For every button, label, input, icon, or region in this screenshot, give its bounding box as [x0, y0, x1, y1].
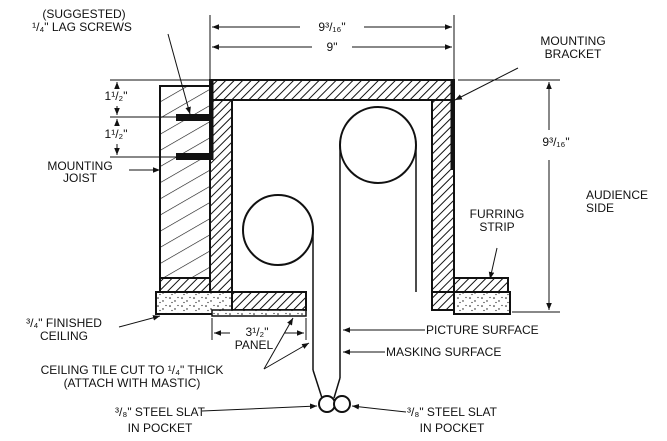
audience-side-label-line1: AUDIENCE [586, 188, 648, 202]
mounting-joist-label-line1: MOUNTING [47, 159, 112, 173]
finished-ceiling [155, 291, 511, 317]
dimension-panel-width: 3¹/₂" PANEL [211, 318, 307, 352]
dimension-lag-spacing: 1¹/₂" 1¹/₂" [105, 79, 210, 158]
panel-width-label: 3¹/₂" [246, 325, 269, 339]
furring-strip-label-line2: STRIP [479, 220, 514, 234]
lag-spacing-1-label: 1¹/₂" [105, 89, 128, 103]
slat-left-label-line1: ³/₈" STEEL SLAT [115, 405, 206, 419]
dimension-outer-width: 9³/₁₆" [209, 15, 455, 80]
furring-strips [159, 277, 509, 293]
pocket-box [209, 79, 455, 311]
audience-side-label-line2: SIDE [586, 201, 614, 215]
finished-ceiling-label-line1: ³/₄" FINISHED [26, 316, 102, 330]
slat-left-label-line2: IN POCKET [128, 421, 193, 435]
slat-right-label-line2: IN POCKET [420, 421, 485, 435]
callout-leaders [118, 33, 519, 413]
mounting-joist-label-line2: JOIST [63, 171, 98, 185]
ceiling-tile-label-line1: CEILING TILE CUT TO ¹/₄" THICK [41, 363, 224, 377]
picture-surface-label: PICTURE SURFACE [426, 323, 539, 337]
dimension-inner-width: 9" [212, 40, 452, 54]
finished-ceiling-label-line2: CEILING [40, 329, 88, 343]
masking-surface-label: MASKING SURFACE [386, 345, 501, 359]
slat-right-label-line1: ³/₈" STEEL SLAT [407, 405, 498, 419]
steel-slats [318, 395, 351, 413]
mounting-bracket [210, 80, 454, 170]
furring-strip-label-line1: FURRING [470, 207, 525, 221]
lag-screws-label-line2: ¹/₄" LAG SCREWS [32, 20, 132, 34]
lag-screws [176, 114, 216, 160]
screen-surfaces [312, 145, 417, 399]
lag-screws-label-line1: (SUGGESTED) [42, 7, 125, 21]
screen-rollers [242, 106, 417, 266]
ceiling-tile-label-line2: (ATTACH WITH MASTIC) [64, 376, 201, 390]
height-label: 9³/₁₆" [542, 135, 569, 149]
inner-width-label: 9" [327, 40, 338, 54]
lag-spacing-2-label: 1¹/₂" [105, 127, 128, 141]
outer-width-label: 9³/₁₆" [318, 20, 345, 34]
dimension-height: 9³/₁₆" [458, 79, 570, 313]
panel-label: PANEL [235, 338, 274, 352]
mounting-bracket-label-line2: BRACKET [545, 47, 602, 61]
mounting-bracket-label-line1: MOUNTING [540, 34, 605, 48]
